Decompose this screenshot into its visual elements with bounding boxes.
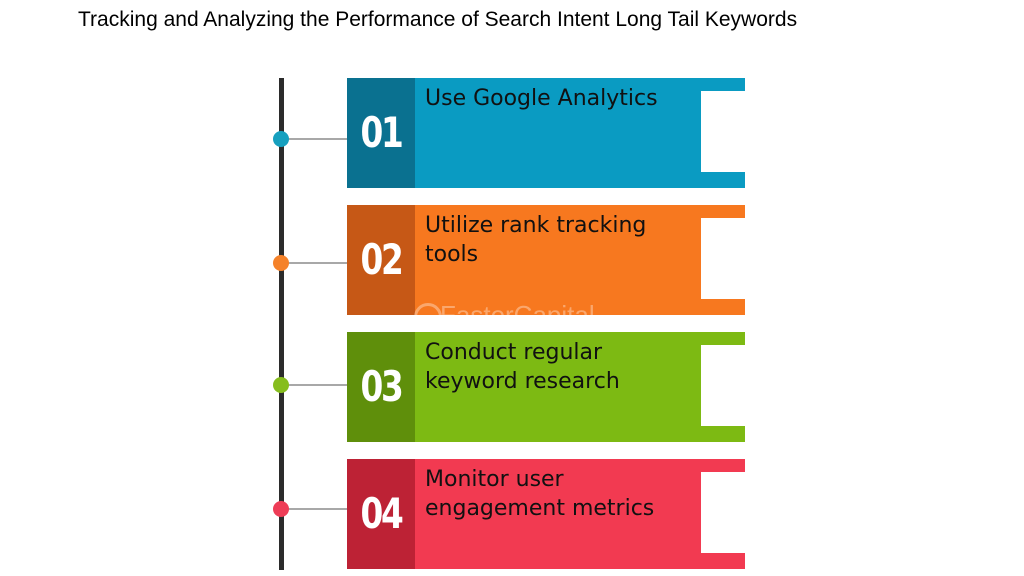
banner-notch	[701, 345, 745, 426]
step-banner	[415, 459, 745, 569]
step-banner	[415, 205, 745, 315]
page-title: Tracking and Analyzing the Performance o…	[78, 8, 798, 31]
step-banner	[415, 78, 745, 188]
step-number-block: 04	[347, 459, 415, 569]
timeline-line	[279, 78, 284, 570]
step-label: Utilize rank tracking tools	[425, 213, 647, 267]
step-banner	[415, 332, 745, 442]
connector-line	[284, 508, 348, 510]
step-card-4: 04 Monitor user engagement metrics	[347, 459, 745, 569]
step-number: 03	[360, 362, 404, 411]
step-label: Conduct regular keyword research	[425, 340, 620, 394]
connector-line	[284, 138, 348, 140]
step-card-3: 03 Conduct regular keyword research	[347, 332, 745, 442]
banner-notch	[701, 91, 745, 172]
watermark: FasterCapital	[440, 300, 595, 330]
step-card-1: 01 Use Google Analytics	[347, 78, 745, 188]
step-number-block: 03	[347, 332, 415, 442]
step-card-2: 02 Utilize rank tracking tools	[347, 205, 745, 315]
timeline-dot-2	[273, 255, 289, 271]
step-number-block: 02	[347, 205, 415, 315]
step-number: 01	[360, 108, 404, 157]
step-number-block: 01	[347, 78, 415, 188]
banner-notch	[701, 218, 745, 299]
step-label: Monitor user engagement metrics	[425, 467, 655, 521]
step-number: 02	[360, 235, 404, 284]
connector-line	[284, 262, 348, 264]
banner-notch	[701, 472, 745, 553]
timeline-dot-1	[273, 131, 289, 147]
timeline-dot-3	[273, 377, 289, 393]
timeline-dot-4	[273, 501, 289, 517]
step-number: 04	[360, 489, 404, 538]
connector-line	[284, 384, 348, 386]
step-label: Use Google Analytics	[425, 86, 658, 111]
watermark-logo-icon	[414, 303, 442, 331]
